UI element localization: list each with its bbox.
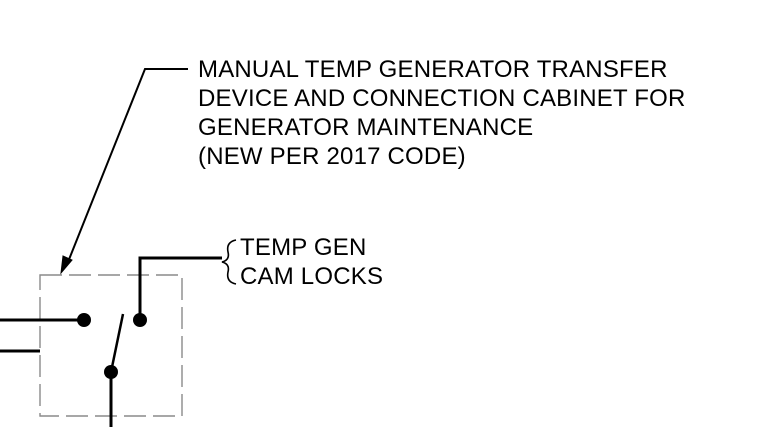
transfer-switch-blade <box>109 313 125 373</box>
cam-locks-line-1: TEMP GEN <box>240 234 367 261</box>
cam-locks-brace <box>221 239 237 285</box>
generator-connection-line <box>138 256 222 320</box>
transfer-callout-line-2: DEVICE AND CONNECTION CABINET FOR <box>198 85 686 112</box>
transfer-callout-leader <box>67 68 188 263</box>
transfer-callout-line-1: MANUAL TEMP GENERATOR TRANSFER <box>198 56 668 83</box>
cam-locks-callout-text: TEMP GEN CAM LOCKS <box>240 233 383 291</box>
cam-locks-line-2: CAM LOCKS <box>240 263 384 290</box>
transfer-callout-line-3: GENERATOR MAINTENANCE <box>198 114 534 141</box>
transfer-callout-arrowhead <box>60 255 73 275</box>
transfer-device-callout-text: MANUAL TEMP GENERATOR TRANSFER DEVICE AN… <box>198 55 686 171</box>
normal-source-contact <box>77 313 91 327</box>
transfer-callout-line-4: (NEW PER 2017 CODE) <box>198 143 466 170</box>
